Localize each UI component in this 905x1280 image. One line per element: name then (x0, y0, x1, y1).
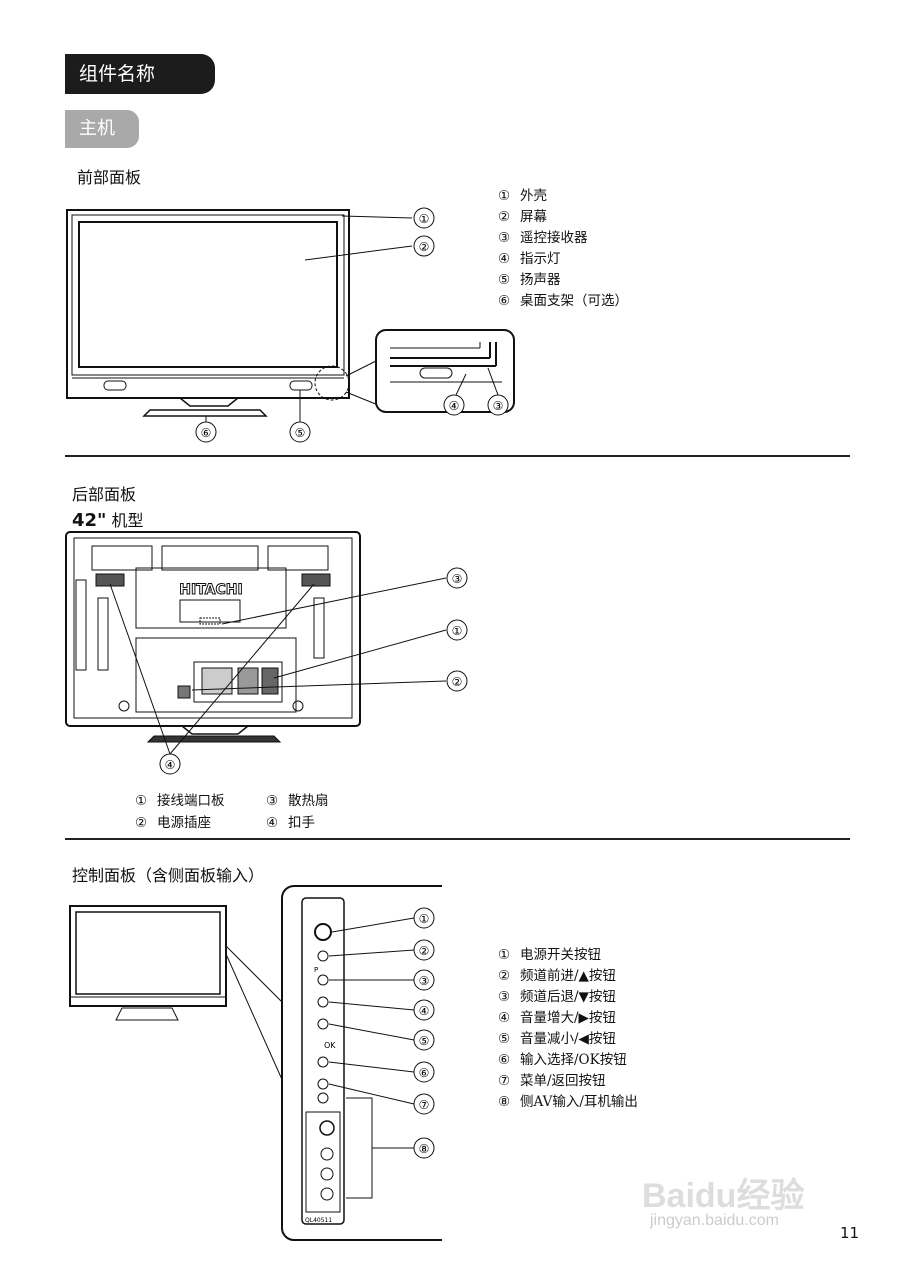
front-callout-2: ② (413, 235, 435, 257)
front-callout-1: ① (413, 207, 435, 229)
brand-logo: HITACHI (179, 582, 242, 598)
watermark-url: jingyan.baidu.com (650, 1212, 779, 1229)
control-callout-3: ③ (413, 969, 435, 991)
svg-text:⑦: ⑦ (419, 1098, 430, 1112)
svg-text:⑤: ⑤ (419, 1034, 430, 1048)
rear-panel-diagram: HITACHI ③ ① ② ④ (65, 531, 468, 775)
svg-text:⑧: ⑧ (419, 1142, 430, 1156)
rear-callout-4: ④ (159, 753, 181, 775)
front-callout-4: ④ (443, 394, 465, 416)
control-panel-diagram: P OK QL40511 ① ② ③ ④ ⑤ ⑥ ⑦ ⑧ (69, 885, 442, 1241)
control-callout-7: ⑦ (413, 1093, 435, 1115)
svg-text:⑥: ⑥ (201, 426, 212, 440)
panel-code: QL40511 (305, 1217, 332, 1224)
divider (65, 455, 850, 457)
svg-text:①: ① (419, 212, 430, 226)
control-callout-6: ⑥ (413, 1061, 435, 1083)
svg-text:⑥: ⑥ (419, 1066, 430, 1080)
front-callout-3: ③ (487, 394, 509, 416)
watermark-logo: Baidu经验 (642, 1177, 805, 1215)
svg-text:②: ② (419, 944, 430, 958)
rear-callout-1: ① (446, 619, 468, 641)
rear-callout-2: ② (446, 670, 468, 692)
front-panel-heading: 前部面板 (77, 168, 142, 187)
divider (65, 838, 850, 840)
control-callout-5: ⑤ (413, 1029, 435, 1051)
front-callout-5: ⑤ (289, 421, 311, 443)
front-panel-diagram: ① ② ⑥ ⑤ ④ ③ (66, 207, 515, 443)
rear-model-label: 42" 机型 (72, 510, 144, 531)
section-title: 组件名称 (65, 54, 215, 94)
svg-text:②: ② (452, 675, 463, 689)
control-panel-heading: 控制面板（含侧面板输入） (72, 866, 265, 885)
svg-text:⑤: ⑤ (295, 426, 306, 440)
svg-text:④: ④ (165, 758, 176, 772)
svg-text:①: ① (452, 624, 463, 638)
svg-text:①: ① (419, 912, 430, 926)
rear-panel-heading: 后部面板 (72, 485, 137, 504)
svg-text:②: ② (419, 240, 430, 254)
subsection-title: 主机 (65, 110, 139, 148)
svg-text:④: ④ (419, 1004, 430, 1018)
ok-label: OK (324, 1041, 336, 1050)
control-callout-1: ① (413, 907, 435, 929)
svg-text:④: ④ (449, 399, 460, 413)
svg-text:③: ③ (419, 974, 430, 988)
page-number: 11 (840, 1224, 860, 1242)
svg-text:③: ③ (452, 572, 463, 586)
control-callout-8: ⑧ (413, 1137, 435, 1159)
svg-text:③: ③ (493, 399, 504, 413)
front-callout-6: ⑥ (195, 421, 217, 443)
rear-callout-3: ③ (446, 567, 468, 589)
control-callout-2: ② (413, 939, 435, 961)
p-label: P (314, 966, 318, 974)
control-callout-4: ④ (413, 999, 435, 1021)
